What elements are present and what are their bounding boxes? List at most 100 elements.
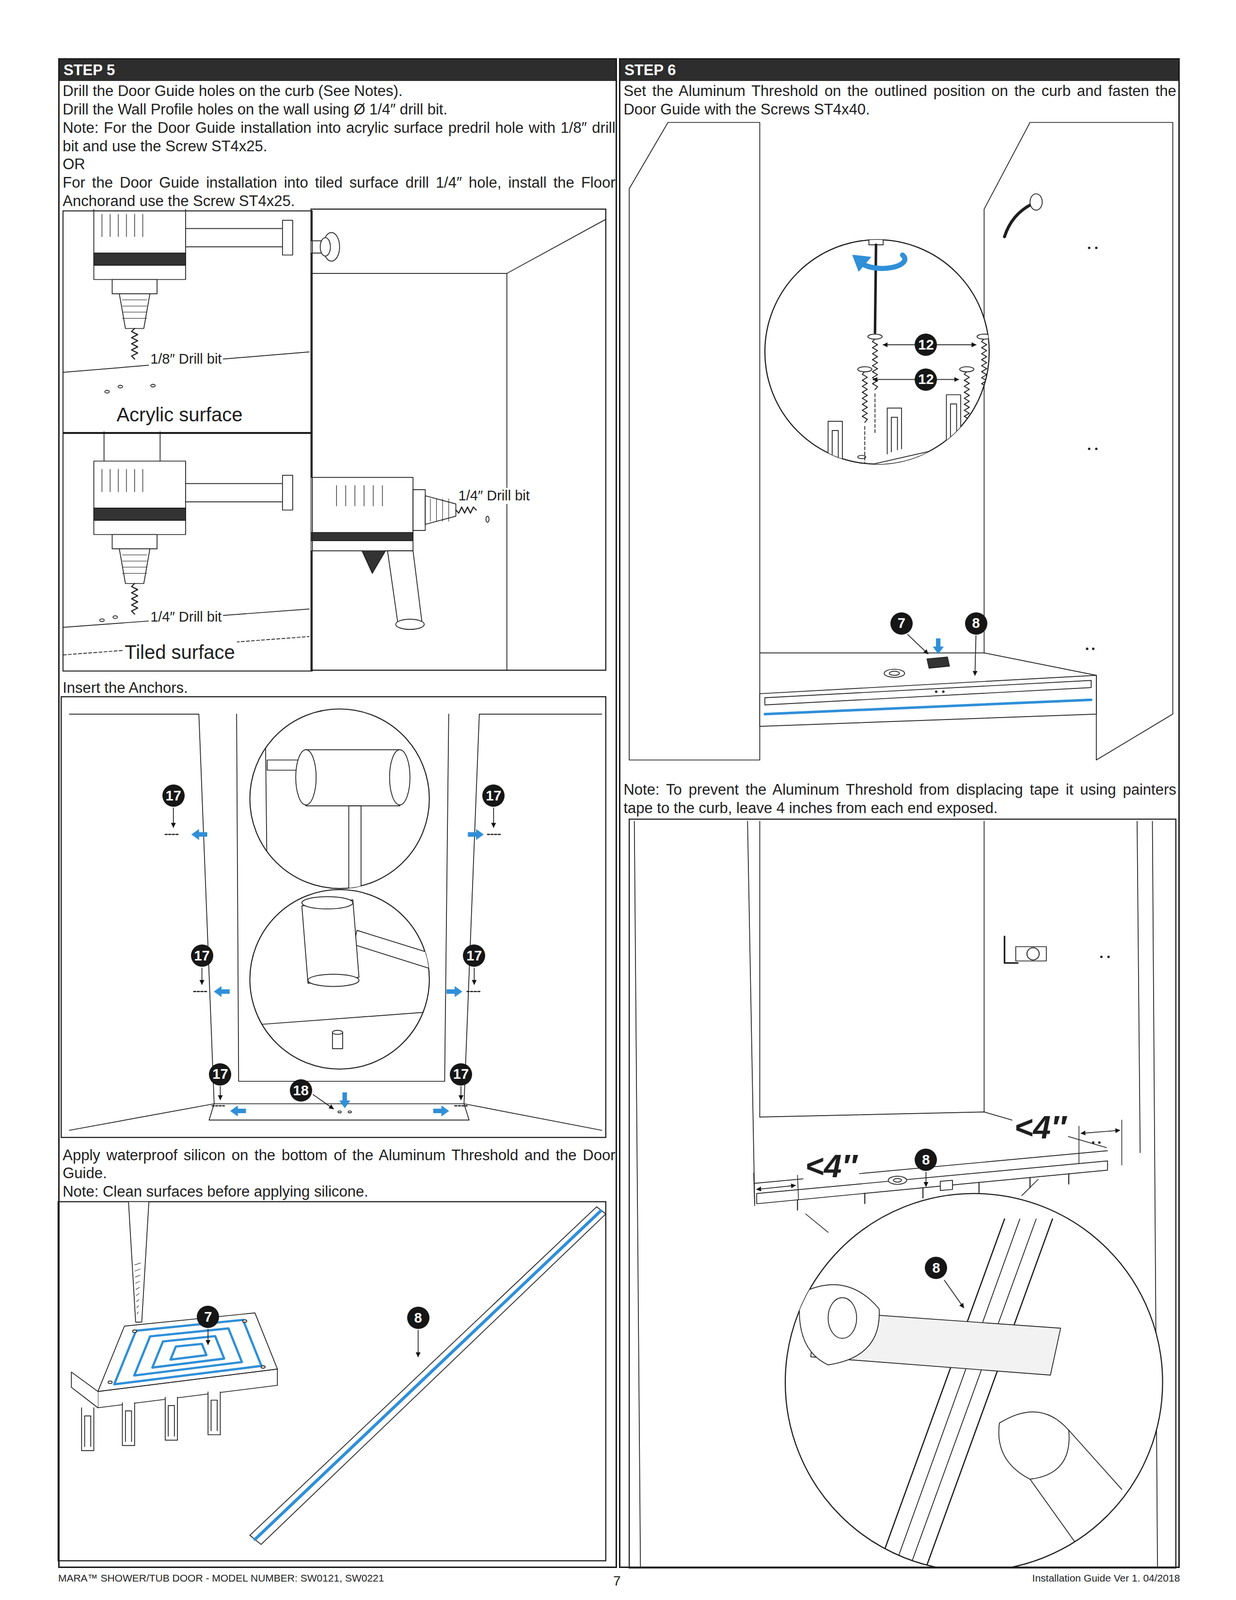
illustration-group <box>71 1201 606 1545</box>
dot <box>1100 955 1103 958</box>
drill-chuck <box>111 534 158 549</box>
line-art <box>137 1311 139 1314</box>
callout-number: 17 <box>482 784 505 807</box>
screwdriver <box>874 244 876 333</box>
line-art <box>117 214 119 237</box>
direction-arrow <box>446 986 463 997</box>
illustration-group <box>629 122 1173 760</box>
tape-tab <box>1068 1173 1070 1184</box>
door-guide <box>81 1407 94 1451</box>
leader-line <box>925 1171 927 1186</box>
image-frame <box>61 696 606 1138</box>
leader-line <box>417 1330 419 1357</box>
illustration-group <box>63 431 309 655</box>
dot <box>1092 1140 1095 1144</box>
line-art <box>122 311 147 313</box>
hole <box>104 390 110 393</box>
instruction-text: Apply waterproof silicon on the bottom o… <box>62 1145 616 1183</box>
drill-handle <box>387 550 423 624</box>
extension-line <box>753 1172 755 1206</box>
wall-outline <box>463 713 602 1130</box>
line-art <box>122 305 147 307</box>
instruction-text: For the Door Guide installation into til… <box>62 173 616 211</box>
tape-tab <box>864 1192 866 1204</box>
wall-edge <box>265 708 268 888</box>
image-frame <box>311 208 606 670</box>
hole <box>132 1329 137 1332</box>
line-art <box>122 317 147 319</box>
door-guide <box>827 421 842 468</box>
dot <box>1107 955 1110 958</box>
text-block: Acrylic surface <box>114 403 245 426</box>
threshold-highlight <box>764 699 1092 714</box>
line-art <box>442 498 444 522</box>
drill-chuck <box>111 279 158 294</box>
line-art <box>122 299 147 301</box>
tape-tab <box>978 1182 980 1193</box>
illustration-group <box>63 208 309 393</box>
line-art <box>126 469 127 492</box>
mallet <box>301 896 353 909</box>
guide-line <box>874 393 876 434</box>
drain <box>893 1178 902 1183</box>
illustration-group <box>249 896 449 1048</box>
drill-handle <box>282 475 293 510</box>
step-panel: STEP 5Acrylic surfaceTiled surfaceDrill … <box>58 58 618 1568</box>
step-header: STEP 5 <box>59 59 616 81</box>
tape-tab <box>796 1199 798 1210</box>
anchor-mark <box>165 833 180 836</box>
line-art <box>135 1274 141 1277</box>
line-art <box>135 1286 140 1289</box>
leader-line <box>944 1280 964 1308</box>
hole <box>112 615 118 618</box>
step-title: STEP 5 <box>59 59 616 81</box>
threshold <box>874 1218 1053 1568</box>
direction-arrow <box>468 829 484 840</box>
mallet <box>353 930 449 973</box>
curb <box>208 1103 470 1121</box>
leader-line <box>313 1094 334 1109</box>
wall-outline <box>983 122 1173 760</box>
line-art <box>136 1299 140 1301</box>
silicone-bead <box>152 1335 224 1368</box>
drain <box>884 668 905 678</box>
line-art <box>110 214 111 237</box>
screw <box>964 371 970 423</box>
hole <box>99 618 105 621</box>
hole <box>150 384 156 387</box>
instruction-text: Note: For the Door Guide installation in… <box>62 118 616 156</box>
line-art <box>117 469 119 492</box>
leader-line <box>492 807 494 827</box>
anchor-mark <box>467 990 482 993</box>
drill <box>94 208 186 280</box>
leader-line <box>474 967 476 985</box>
wall-edge <box>311 219 606 274</box>
instruction-text: Note: To prevent the Aluminum Threshold … <box>623 780 1176 818</box>
line-art <box>122 566 147 568</box>
text-block: Set the Aluminum Threshold on the outlin… <box>623 81 1176 119</box>
floor-edge <box>249 1011 429 1025</box>
dot <box>1085 647 1089 650</box>
line-art <box>136 1293 140 1296</box>
line-art <box>134 469 135 492</box>
dot <box>942 690 945 693</box>
line-art-group <box>58 122 1176 1576</box>
illustration-group <box>805 173 1097 505</box>
instruction-text: Insert the Anchors. <box>62 678 616 698</box>
instruction-text: Set the Aluminum Threshold on the outlin… <box>623 81 1176 119</box>
part-label: 1/8″ Drill bit <box>148 350 223 367</box>
callout-number: 17 <box>190 944 214 967</box>
anchor-mark <box>193 990 208 993</box>
silicone-bead <box>134 1328 242 1376</box>
mallet <box>305 749 400 806</box>
leader-line <box>220 1086 222 1100</box>
screw <box>977 333 992 340</box>
line-art <box>101 469 103 492</box>
callout-number: 17 <box>449 1062 473 1086</box>
callout-number: 17 <box>208 1062 232 1086</box>
silicone-bead <box>114 1319 262 1384</box>
step-header: STEP 6 <box>620 59 1179 81</box>
drill-chuck <box>412 489 426 531</box>
drill-chuck <box>119 548 150 584</box>
anchor-mark <box>212 1104 225 1107</box>
